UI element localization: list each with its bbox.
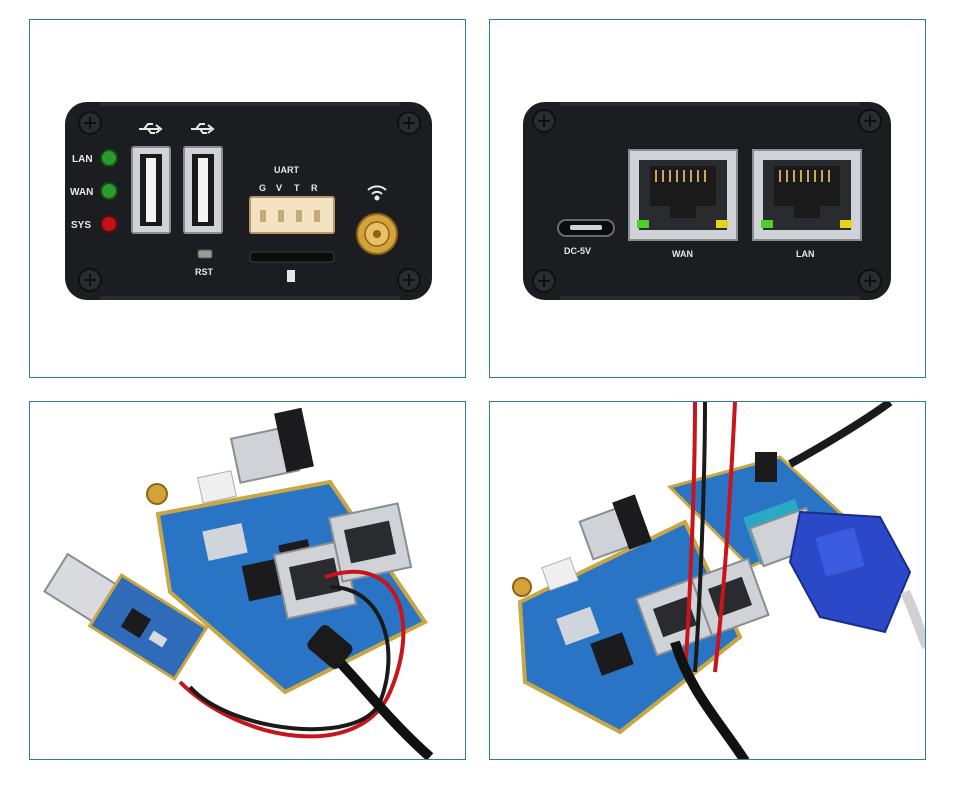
uart-connector [197, 470, 237, 504]
vga-cable-plug [788, 510, 912, 634]
screw-icon [532, 109, 882, 293]
uart-pin-r: R [311, 183, 318, 193]
vga-cable [900, 589, 925, 650]
pin-header [612, 494, 652, 550]
lan-ethernet-port [752, 149, 862, 241]
front-panel-illustration: LAN WAN SYS RST UART G V T R [65, 102, 432, 300]
sd-card-slot [249, 251, 335, 263]
soc-chip [241, 558, 285, 602]
pin-header [274, 407, 314, 473]
red-jumper-cable [683, 402, 697, 673]
reset-label: RST [195, 267, 214, 277]
front-panel-photo: LAN WAN SYS RST UART G V T R [29, 19, 466, 378]
power-label: DC-5V [564, 246, 591, 256]
led-label-wan: WAN [70, 187, 93, 198]
lan-led [100, 149, 118, 167]
board-usb-adapter-illustration [43, 407, 434, 759]
screw-icon [78, 111, 421, 292]
uart-connector [249, 196, 335, 234]
lan-label: LAN [796, 249, 815, 259]
board-with-usb-adapter-photo [29, 401, 466, 760]
wan-led [100, 182, 118, 200]
micro-usb-cable [670, 640, 750, 759]
sd-card-tab [287, 270, 295, 282]
audio-cable [788, 402, 893, 468]
board-serial-illustration [512, 402, 925, 759]
sys-led [100, 215, 118, 233]
uart-pin-g: G [259, 183, 266, 193]
reset-button[interactable] [197, 249, 213, 259]
wifi-module [556, 606, 600, 646]
black-jumper-cable [693, 402, 707, 673]
wifi-icon [367, 185, 387, 201]
wan-ethernet-port [628, 149, 738, 241]
usb-port [131, 146, 223, 234]
audio-jack [755, 452, 777, 482]
antenna-connector [512, 577, 532, 597]
back-panel-illustration: DC-5V WAN LAN [523, 102, 891, 300]
uart-pin-t: T [294, 183, 300, 193]
antenna-connector [146, 483, 168, 505]
uart-connector [541, 556, 579, 592]
uart-label: UART [274, 165, 299, 175]
red-jumper-cable [178, 569, 406, 739]
uart-pin-v: V [276, 183, 282, 193]
back-panel-photo: DC-5V WAN LAN [489, 19, 926, 378]
wifi-module [202, 523, 248, 561]
router-case-front [65, 102, 432, 300]
led-label-sys: SYS [71, 220, 91, 231]
usb-icon [139, 123, 215, 134]
wan-label: WAN [672, 249, 693, 259]
board-with-serial-connector-photo [489, 401, 926, 760]
antenna-connector [356, 213, 398, 255]
micro-usb-cable [326, 648, 434, 759]
usb-serial-adapter [43, 552, 209, 682]
led-label-lan: LAN [72, 154, 93, 165]
soc-chip [590, 632, 634, 676]
